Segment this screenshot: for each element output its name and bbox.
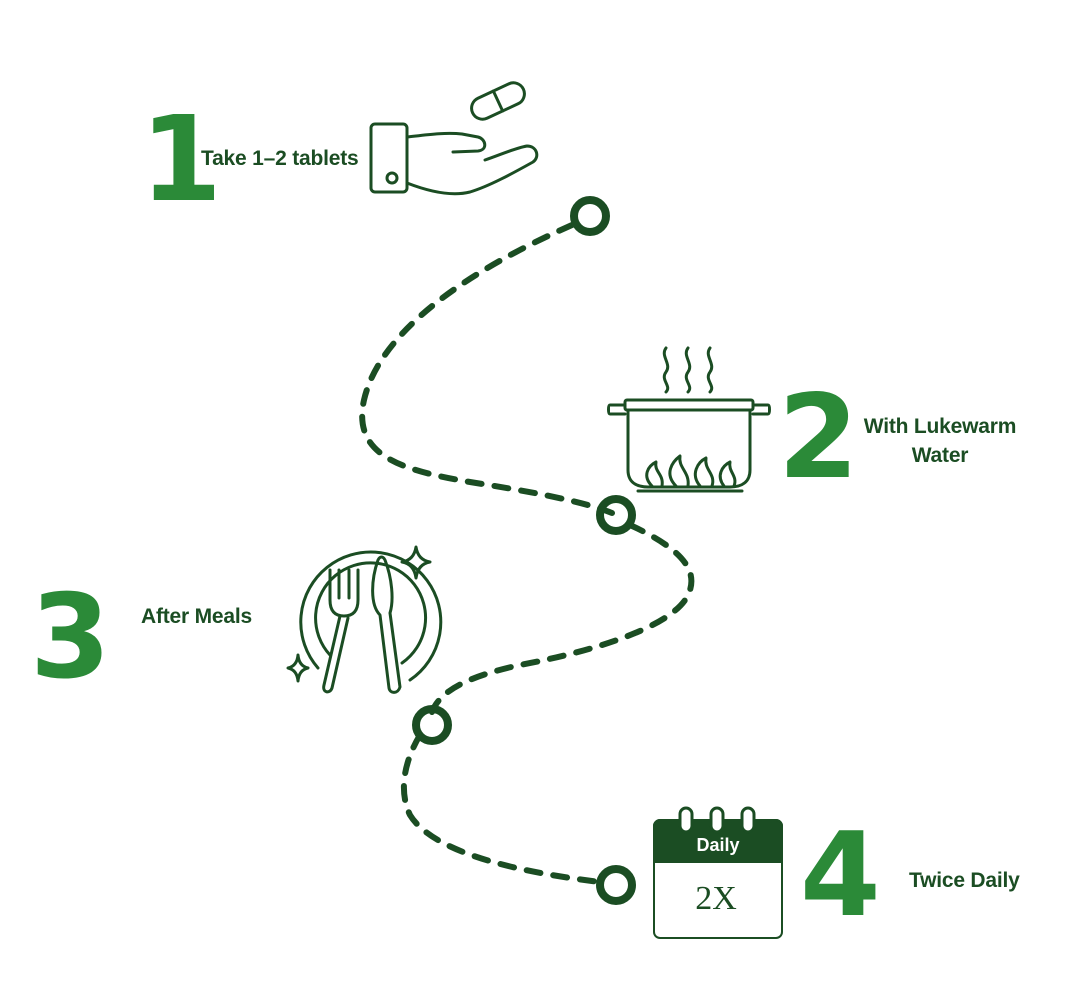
- path-node-1: [570, 196, 610, 236]
- path-node-3: [412, 705, 452, 745]
- step-label-2-line2: Water: [911, 444, 969, 467]
- step-label-2-line1: With Lukewarm: [863, 415, 1017, 438]
- step-number-3: 3: [30, 570, 111, 705]
- cooking-pot-icon: [607, 346, 771, 493]
- step-label-3: After Meals: [141, 605, 253, 628]
- path-node-2: [596, 495, 636, 535]
- step-label-4: Twice Daily: [909, 869, 1020, 892]
- dashed-path: [359, 222, 695, 885]
- step-label-1: Take 1–2 tablets: [201, 147, 359, 170]
- step-number-1: 1: [140, 90, 223, 228]
- step-number-2: 2: [778, 370, 859, 505]
- hand-pill-icon: [369, 81, 539, 196]
- path-node-4: [596, 865, 636, 905]
- calendar-header: Daily: [696, 835, 739, 855]
- step-number-4: 4: [800, 808, 881, 943]
- calendar-icon: [653, 806, 783, 939]
- calendar-value: 2X: [695, 880, 737, 917]
- plate-fork-knife-icon: [286, 545, 443, 694]
